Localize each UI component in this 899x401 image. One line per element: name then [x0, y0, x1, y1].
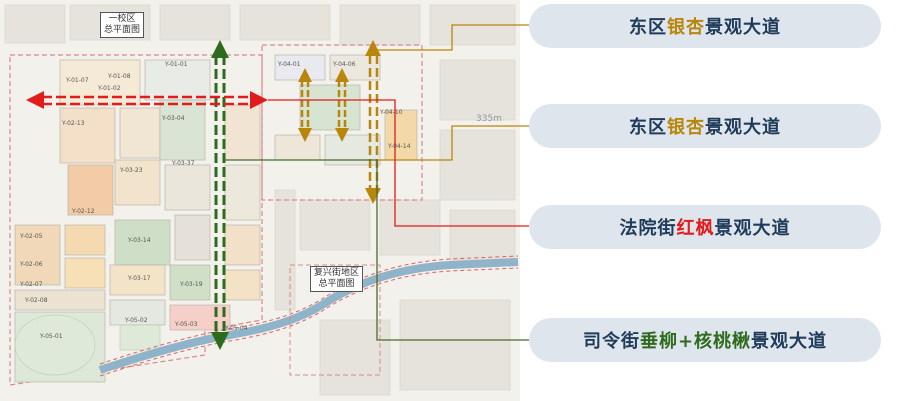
parcel-code: Y-02-12 — [71, 208, 95, 215]
legend-highlight: 银杏 — [667, 117, 705, 138]
legend-highlight: 红枫 — [676, 218, 715, 239]
parcel-code: Y-03-04 — [161, 115, 185, 122]
parcel-code: Y-04-06 — [332, 61, 356, 68]
legend-pill-red-maple: 法院街红枫景观大道 — [529, 205, 881, 249]
legend-suffix: 景观大道 — [705, 117, 781, 138]
willow-walnut-avenue-arrow — [211, 40, 229, 350]
legend-prefix: 司令街 — [582, 331, 640, 352]
parcel-code: Y-01-08 — [107, 73, 131, 80]
campus1-plan-label: 一校区 总平面图 — [100, 12, 145, 38]
campus-master-plan-map: Y-01-01 Y-01-02 Y-01-07 Y-01-08 Y-02-12 … — [0, 0, 520, 401]
parcel-code: Y-03-23 — [119, 167, 143, 174]
parcel-code: Y-03-37 — [171, 160, 195, 167]
legend-suffix: 景观大道 — [751, 331, 828, 352]
ginkgo-avenue-arrows — [298, 40, 381, 204]
parcel-code: Y-03-14 — [127, 237, 151, 244]
legend-highlight: 垂柳+核桃楸 — [639, 331, 752, 352]
parcel-code: Y-04-14 — [387, 143, 411, 150]
parcel-code: Y-05-01 — [39, 333, 63, 340]
parcel-code: Y-04-10 — [379, 109, 403, 116]
parcel-code: Y-02-05 — [19, 233, 43, 240]
legend-prefix: 东区 — [629, 117, 667, 138]
legend-suffix: 景观大道 — [714, 218, 791, 239]
fuxing-plan-label: 复兴街地区 总平面图 — [310, 266, 364, 292]
parcel-code: Y-05-03 — [174, 321, 198, 328]
red-maple-avenue-arrow — [26, 91, 268, 109]
parcel-code: Y-01-02 — [97, 85, 121, 92]
parcel-code: Y-01-01 — [164, 61, 188, 68]
legend-prefix: 法院街 — [619, 218, 677, 239]
parcel-code: Y-02-13 — [61, 120, 85, 127]
parcel-code: Y-02-06 — [19, 261, 43, 268]
parcel-code: Y-05-04 — [224, 325, 248, 332]
parcel-code: Y-02-07 — [19, 281, 43, 288]
scale-label: 335m — [476, 114, 502, 124]
parcel-code: Y-01-07 — [65, 77, 89, 84]
parcel-code: Y-03-19 — [179, 281, 203, 288]
legend-suffix: 景观大道 — [705, 17, 781, 38]
legend-pill-ginkgo-east-2: 东区银杏景观大道 — [529, 104, 881, 148]
parcel-code: Y-05-02 — [124, 317, 148, 324]
parcel-code: Y-03-17 — [127, 275, 151, 282]
legend-pill-ginkgo-east-1: 东区银杏景观大道 — [529, 4, 881, 48]
parcel-code: Y-04-01 — [277, 61, 301, 68]
parcel-code: Y-02-08 — [24, 297, 48, 304]
parcel-codes: Y-01-01 Y-01-02 Y-01-07 Y-01-08 Y-02-12 … — [19, 61, 411, 340]
legend-highlight: 银杏 — [667, 17, 705, 38]
legend-pill-willow-walnut: 司令街垂柳+核桃楸景观大道 — [529, 318, 881, 362]
legend-prefix: 东区 — [629, 17, 667, 38]
